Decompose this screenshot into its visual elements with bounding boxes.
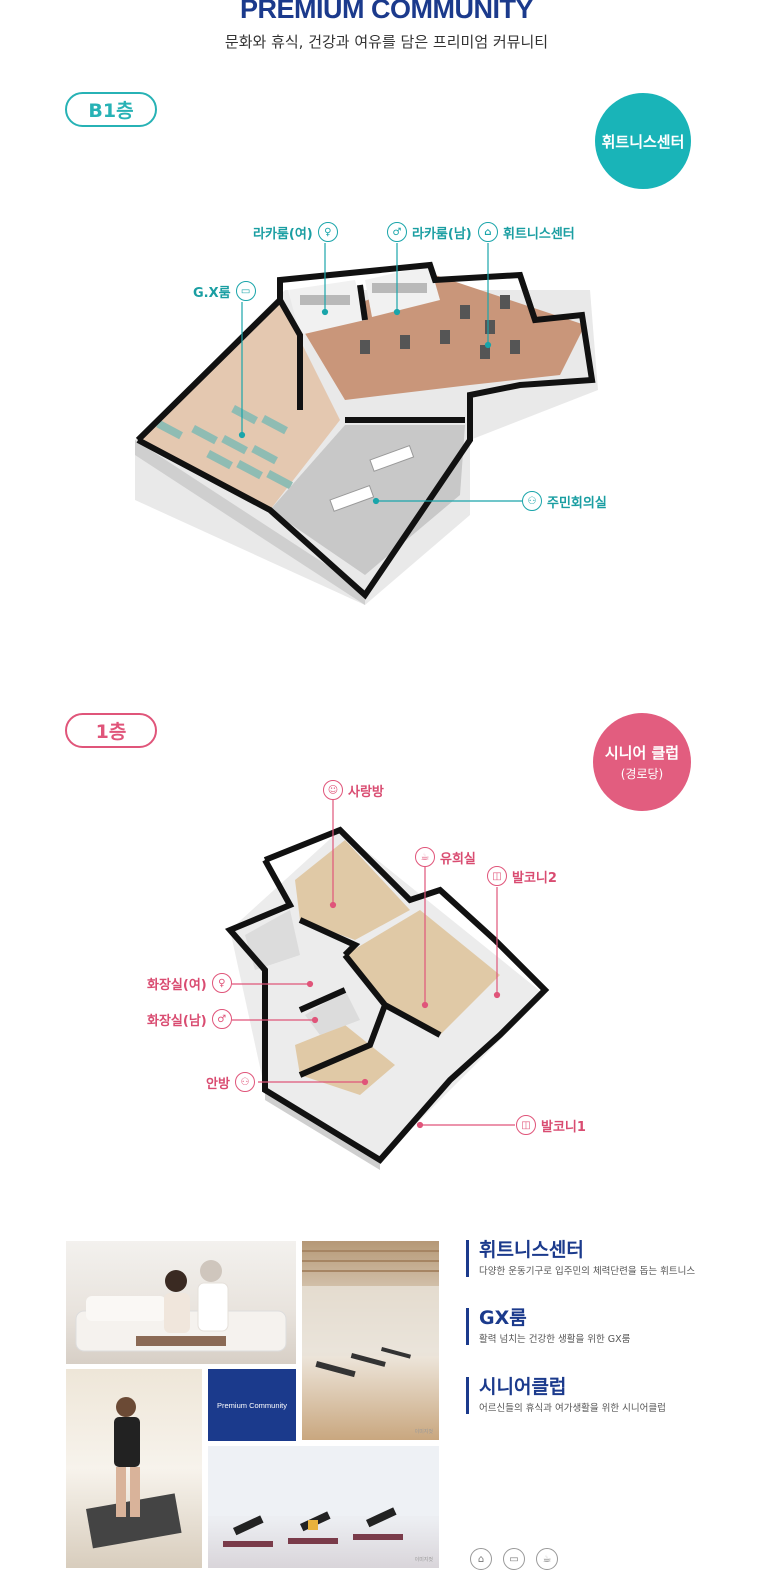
photo-senior-lounge [66, 1241, 296, 1364]
callout-playroom[interactable]: ☕ 유희실 [415, 847, 476, 867]
lounge-illustration [75, 1260, 287, 1352]
floor-label-1f: 1층 [65, 713, 157, 748]
info-fitness: 휘트니스센터 다양한 운동기구로 입주민의 체력단련을 돕는 휘트니스 [466, 1240, 695, 1277]
female-icon: ♀ [211, 973, 232, 993]
info-fitness-title: 휘트니스센터 [479, 1239, 584, 1261]
b1-badge-label: 휘트니스센터 [601, 132, 685, 151]
callout-locker-female[interactable]: 라카룸(여) ♀ [253, 222, 338, 242]
window-icon: ◫ [516, 1115, 536, 1135]
photo-note: 이미지컷 [414, 1429, 433, 1435]
callout-toilet-female[interactable]: 화장실(여) ♀ [147, 973, 232, 993]
window-icon: ◫ [487, 866, 507, 886]
photo-treadmill-woman [66, 1369, 202, 1568]
female-icon: ♀ [317, 222, 338, 242]
fitness-icon: ⌂ [478, 222, 498, 242]
info-senior-desc: 어르신들의 휴식과 여가생활을 위한 시니어클럽 [479, 1403, 666, 1414]
f1-badge-title: 시니어 클럽 [604, 744, 680, 762]
b1-floor-plan [135, 261, 598, 605]
gx-icon[interactable]: ▭ [503, 1548, 525, 1570]
callout-toilet-male[interactable]: 화장실(남) ♂ [147, 1009, 232, 1029]
meeting-icon: ⚇ [522, 491, 542, 511]
callout-fitness[interactable]: ⌂ 휘트니스센터 [478, 222, 575, 242]
b1-leader-lines [238, 243, 522, 505]
photo-note: 이미지컷 [414, 1557, 433, 1563]
f1-leader-lines [232, 800, 515, 1129]
photo-gym-treadmills: 이미지컷 [302, 1241, 439, 1440]
person-icon: ☺ [323, 780, 343, 800]
fitness-icon[interactable]: ⌂ [470, 1548, 492, 1570]
callout-gx-room[interactable]: G.X룸 ▭ [193, 281, 256, 301]
callout-locker-male[interactable]: ♂ 라카룸(남) [387, 222, 472, 242]
gx-icon: ▭ [235, 281, 256, 301]
callout-balcony1[interactable]: ◫ 발코니1 [516, 1115, 586, 1135]
f1-floor-plan [224, 826, 550, 1170]
info-gx: GX룸 활력 넘치는 건강한 생활을 위한 GX룸 [466, 1308, 630, 1345]
senior-icon[interactable]: ☕ [536, 1548, 558, 1570]
callout-sarangbang[interactable]: ☺ 사랑방 [323, 780, 384, 800]
callout-meeting-room[interactable]: ⚇ 주민회의실 [522, 491, 607, 511]
info-gx-desc: 활력 넘치는 건강한 생활을 위한 GX룸 [479, 1334, 631, 1345]
info-gx-title: GX룸 [479, 1307, 527, 1329]
treadmill-illustration [86, 1397, 182, 1549]
male-icon: ♂ [211, 1009, 232, 1029]
floor-label-b1: B1층 [65, 92, 157, 127]
brand-tile: Premium Community [208, 1369, 296, 1441]
tea-icon: ☕ [415, 847, 435, 867]
callout-master-room[interactable]: 안방 ⚇ [206, 1072, 255, 1092]
yoga-illustration [208, 1446, 439, 1547]
photo-yoga-class: 이미지컷 [208, 1446, 439, 1568]
info-senior: 시니어클럽 어르신들의 휴식과 여가생활을 위한 시니어클럽 [466, 1377, 666, 1414]
male-icon: ♂ [387, 222, 407, 242]
b1-badge-fitness: 휘트니스센터 [595, 93, 691, 189]
f1-badge-senior: 시니어 클럽 (경로당) [593, 713, 691, 811]
page-subtitle: 문화와 휴식, 건강과 여유를 담은 프리미엄 커뮤니티 [224, 33, 549, 51]
info-fitness-desc: 다양한 운동기구로 입주민의 체력단련을 돕는 휘트니스 [479, 1266, 696, 1277]
gym-illustration [302, 1250, 439, 1378]
people-icon: ⚇ [234, 1072, 255, 1092]
callout-balcony2[interactable]: ◫ 발코니2 [487, 866, 557, 886]
f1-badge-sub: (경로당) [620, 767, 664, 781]
info-senior-title: 시니어클럽 [479, 1376, 567, 1398]
page-title: PREMIUM COMMUNITY [240, 0, 533, 24]
